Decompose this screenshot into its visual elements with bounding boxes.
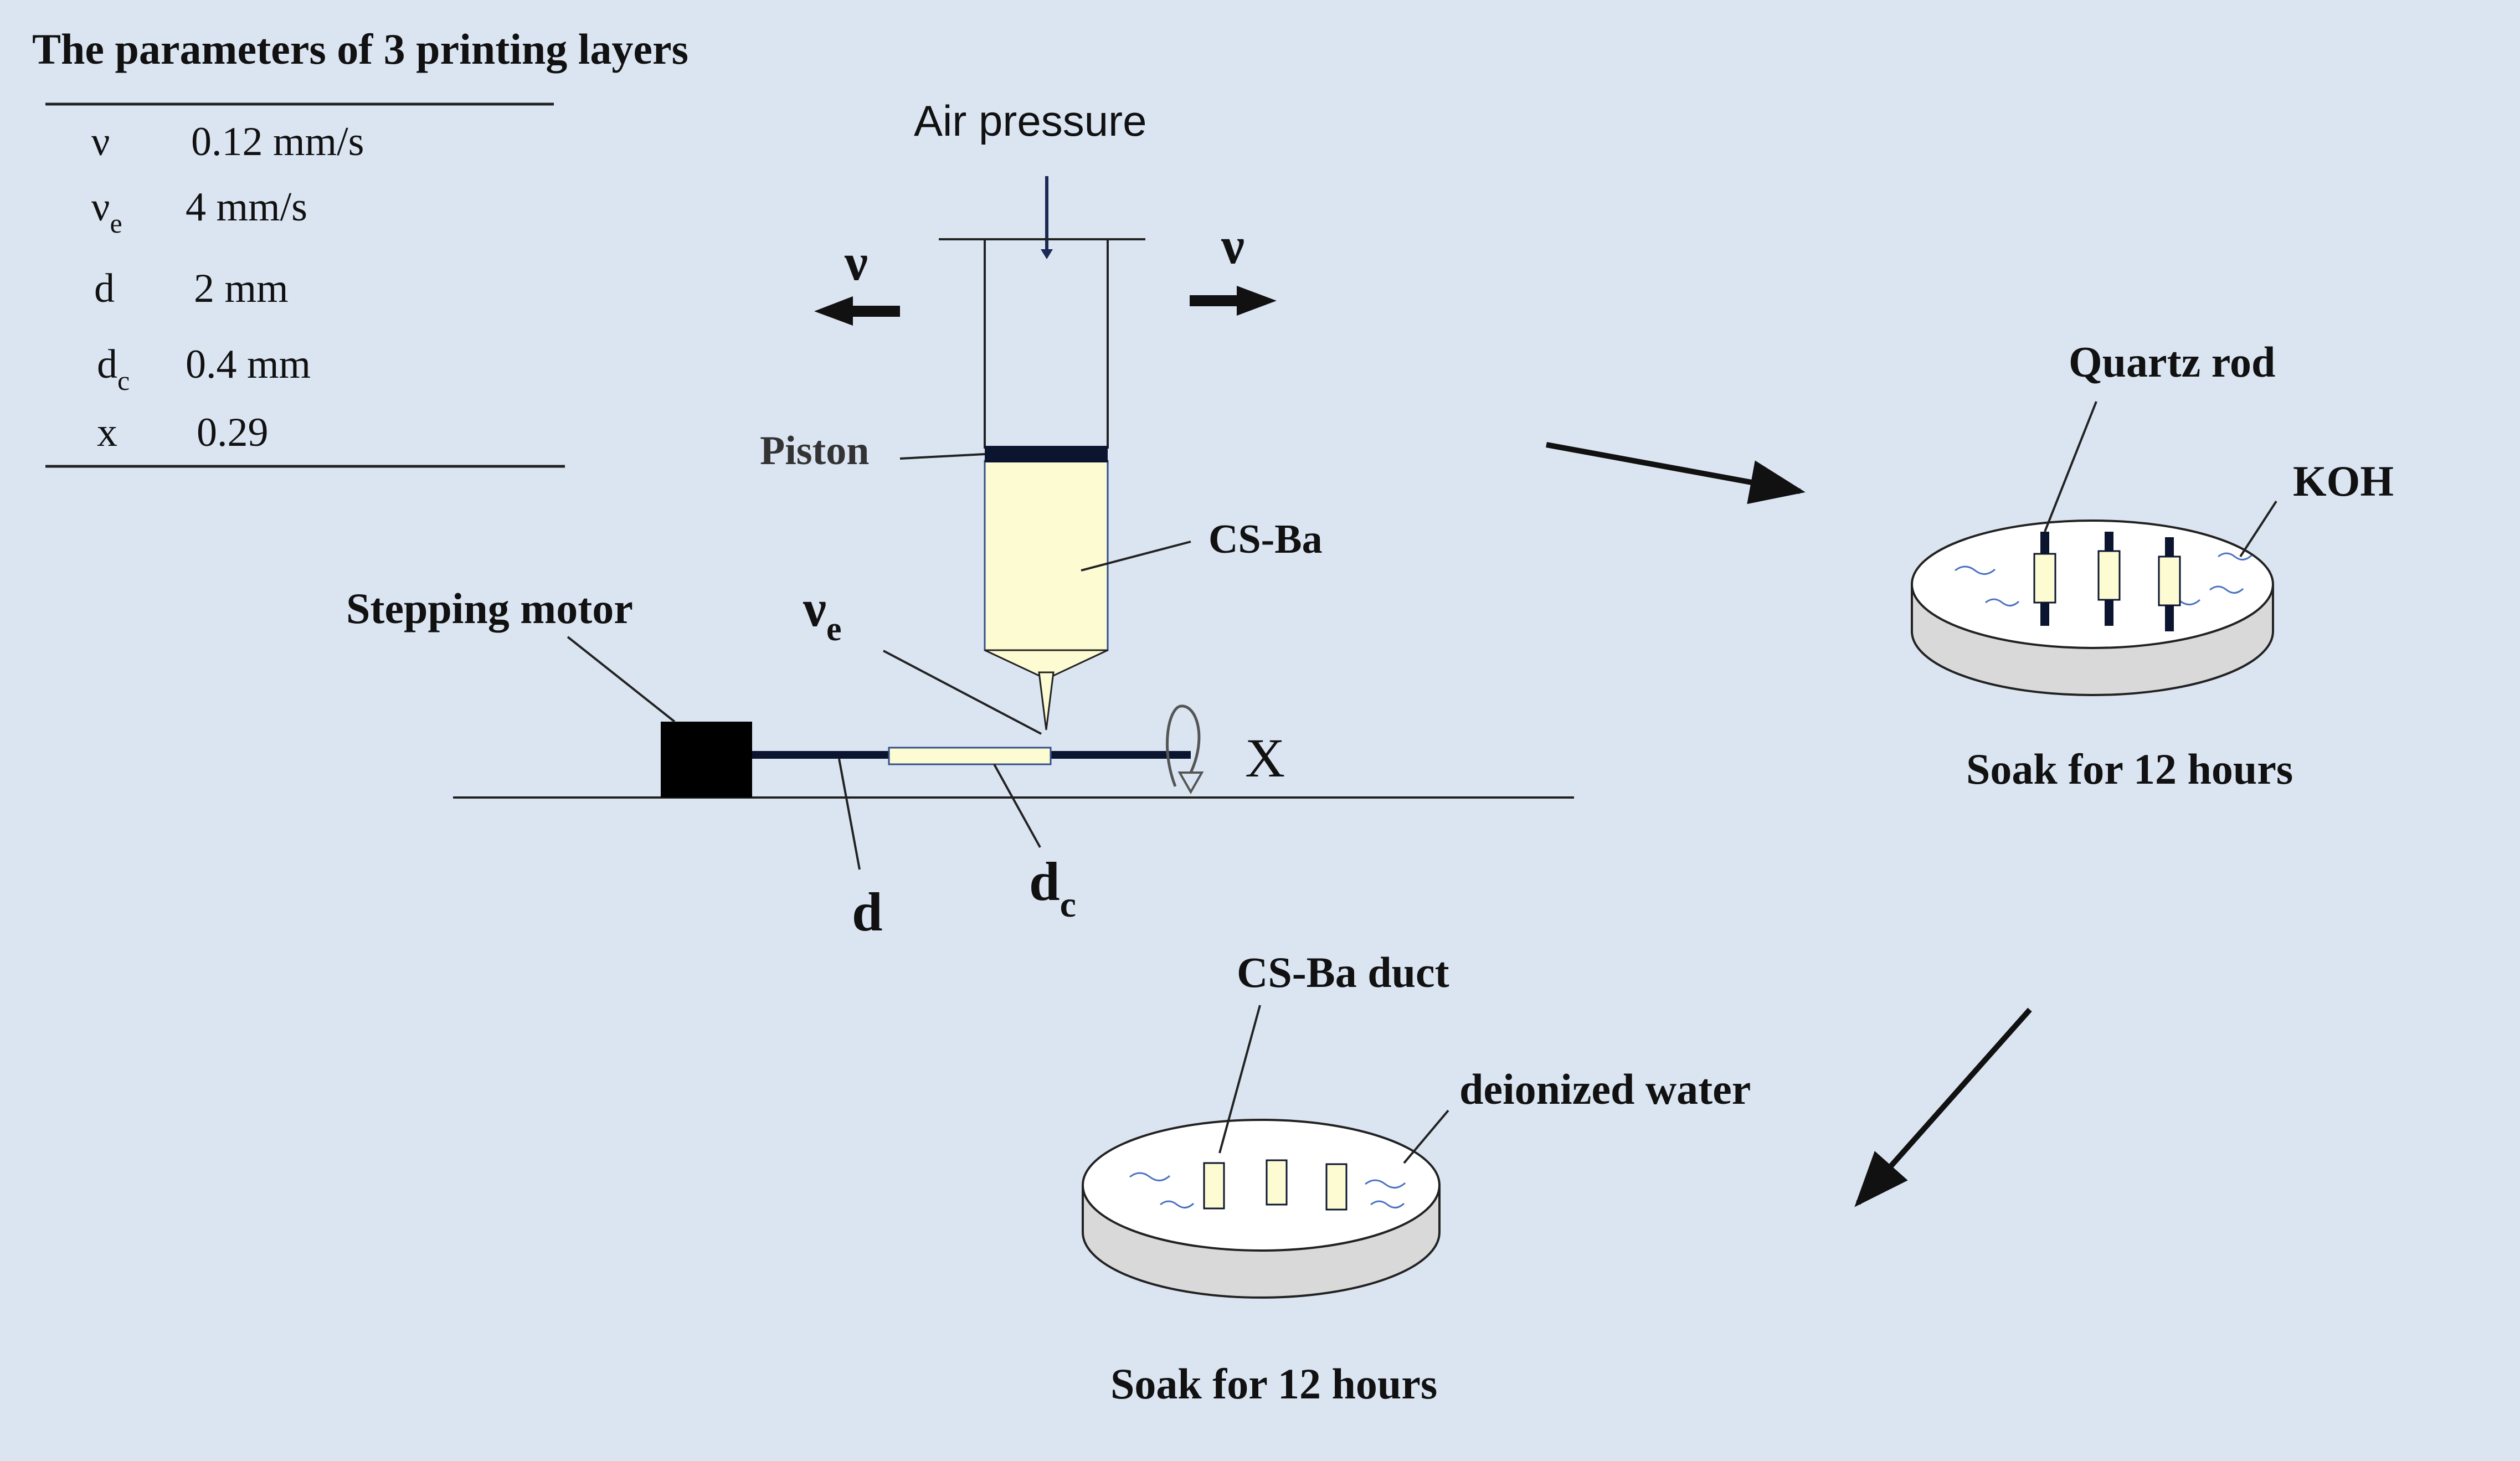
ripple [1129, 1172, 1170, 1181]
piston-plate [985, 446, 1108, 462]
cs-ba-ducts [1203, 1159, 1348, 1211]
quartz-rod-label: Quartz rod [2069, 338, 2275, 386]
ripple [1365, 1179, 1406, 1189]
koh-leader [2239, 500, 2277, 558]
param-d-symbol: d [94, 266, 115, 311]
d-leader [838, 758, 861, 870]
param-v-symbol: ν [91, 119, 110, 164]
ripple [1985, 598, 2020, 606]
water-ripples [1129, 1172, 1406, 1208]
ripple [1160, 1200, 1195, 1208]
quartz-rod-leader [2044, 401, 2097, 532]
printing-apparatus: Air pressure Piston CS-Ba ν ν νe Steppin… [346, 96, 1574, 943]
arrow-to-water-bath [1854, 1007, 2032, 1207]
duct [1325, 1163, 1348, 1211]
water-soak-caption: Soak for 12 hours [1110, 1360, 1437, 1408]
ripple [1955, 565, 1996, 575]
velocity-left-arrow [814, 296, 900, 326]
cs-ba-label: CS-Ba [1208, 517, 1323, 562]
coated-section [2033, 553, 2056, 604]
ve-leader [883, 650, 1042, 735]
param-ve-symbol: νe [91, 184, 122, 239]
parameters-title: The parameters of 3 printing layers [32, 25, 688, 73]
coated-section [2158, 555, 2181, 606]
stepping-motor [661, 722, 752, 798]
quartz-rods [2033, 532, 2181, 631]
koh-label: KOH [2293, 457, 2394, 505]
koh-soak-caption: Soak for 12 hours [1966, 745, 2293, 793]
syringe-cone [984, 649, 1108, 680]
water-bath: CS-Ba duct deionized water Soak for 12 h… [1082, 948, 1751, 1408]
param-dc-symbol: dc [97, 342, 130, 396]
piston-leader [899, 453, 985, 460]
param-v-value: 0.12 mm/s [191, 119, 364, 164]
ve-label: νe [803, 580, 842, 648]
rotation-arrow [1166, 704, 1201, 787]
param-dc-value: 0.4 mm [186, 342, 311, 387]
ripple [2209, 585, 2244, 594]
duct-label: CS-Ba duct [1237, 948, 1449, 996]
parameters-table: The parameters of 3 printing layers ν 0.… [32, 25, 688, 468]
piston-label: Piston [760, 428, 869, 474]
velocity-right-label: ν [1221, 217, 1244, 275]
velocity-left-label: ν [844, 234, 868, 291]
arrow-to-koh-bath [1546, 442, 1806, 505]
ripple [2218, 552, 2252, 560]
stepping-motor-label: Stepping motor [346, 584, 633, 632]
x-axis-label: X [1245, 727, 1285, 789]
dc-label: dc [1029, 851, 1076, 925]
water-label: deionized water [1459, 1065, 1751, 1113]
d-label: d [852, 881, 883, 943]
param-d-value: 2 mm [194, 266, 289, 311]
dc-leader [993, 764, 1041, 848]
param-x-value: 0.29 [197, 410, 269, 455]
stepping-motor-leader [567, 636, 676, 723]
duct [1266, 1159, 1288, 1206]
koh-dish-top [1911, 519, 2274, 649]
ripple [1370, 1200, 1405, 1208]
param-x-symbol: x [97, 410, 117, 455]
air-pressure-label: Air pressure [914, 96, 1146, 145]
param-ve-value: 4 mm/s [186, 184, 307, 230]
air-pressure-arrowhead [1041, 249, 1053, 259]
cs-ba-leader [1081, 541, 1191, 572]
rotation-arrowhead [1177, 771, 1204, 795]
syringe-needle [1038, 671, 1055, 730]
velocity-right-arrow [1190, 286, 1277, 316]
water-dish-top [1082, 1119, 1441, 1252]
coated-section [2097, 550, 2121, 601]
duct [1203, 1162, 1225, 1210]
water-leader [1403, 1109, 1449, 1164]
cs-ba-ink [984, 460, 1109, 651]
koh-bath: Quartz rod KOH Soak for 12 hours [1911, 338, 2394, 793]
duct-leader [1218, 1005, 1261, 1154]
printed-coating [888, 747, 1052, 765]
